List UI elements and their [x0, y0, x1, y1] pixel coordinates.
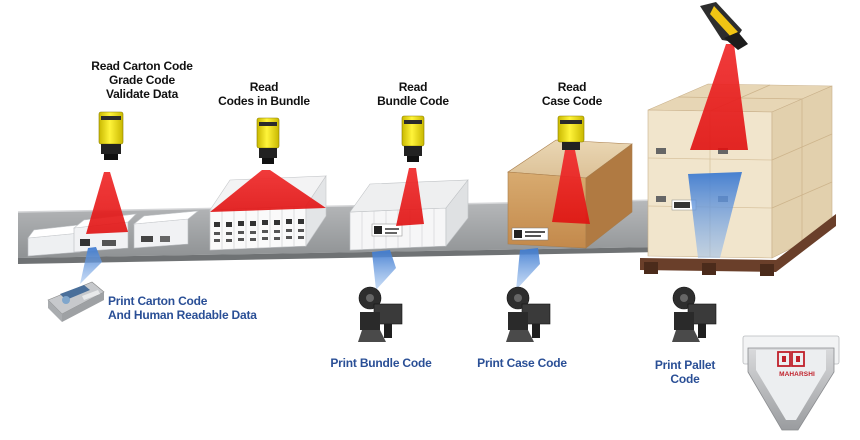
carton-flat-1: [27, 223, 89, 257]
carton-flat-3: [133, 210, 199, 249]
camera-bundle-code: [401, 115, 425, 162]
maharshi-monogram-icon: [777, 351, 805, 367]
scan-beam-bundle-code: [396, 168, 424, 226]
maharshi-logo: [742, 335, 840, 431]
scan-beam-carton: [86, 172, 128, 234]
print-beam-case: [516, 248, 540, 290]
bottles-bundle-station: [209, 117, 327, 251]
label-line: Validate Data: [105, 87, 179, 101]
label-print-pallet-code: Print Pallet Code: [645, 358, 725, 386]
label-line: Read: [249, 80, 279, 94]
label-line: And Human Readable Data: [108, 308, 257, 322]
carton-station: [27, 111, 199, 322]
camera-bundle-codes: [256, 117, 280, 164]
bundle-station: [349, 115, 469, 290]
label-line: Read Carton Code: [91, 59, 193, 73]
camera-case: [557, 115, 585, 150]
label-applicator-bundle: [358, 286, 403, 342]
label-print-bundle-code: Print Bundle Code: [330, 356, 432, 370]
label-line: Read: [398, 80, 428, 94]
label-line: Grade Code: [108, 73, 176, 87]
label-print-carton-code: Print Carton Code And Human Readable Dat…: [108, 294, 268, 322]
camera-carton: [98, 111, 124, 160]
print-beam-carton: [80, 247, 102, 284]
label-line: Print Pallet: [654, 358, 716, 372]
maharshi-logo-text: MAHARSHI: [779, 371, 815, 378]
label-line: Print Carton Code: [108, 294, 208, 308]
pallet-station: [640, 2, 836, 276]
label-read-case-code: Read Case Code: [528, 80, 616, 108]
label-read-bundle-code: Read Bundle Code: [365, 80, 461, 108]
scan-beam-pallet: [690, 44, 748, 150]
label-line: Case Code: [541, 94, 603, 108]
label-line: Read: [557, 80, 587, 94]
label-read-codes-in-bundle: Read Codes in Bundle: [212, 80, 316, 108]
scan-beam-case: [552, 150, 590, 224]
scan-beam-bundle-codes: [210, 170, 326, 212]
case-station: [507, 115, 633, 290]
handheld-scanner-icon: [700, 2, 748, 50]
thermal-printer: [47, 281, 105, 322]
label-applicator-pallet: [671, 286, 717, 343]
label-line: Codes in Bundle: [218, 94, 310, 108]
label-applicator-case: [505, 286, 551, 343]
print-beam-bundle: [372, 250, 396, 290]
label-print-case-code: Print Case Code: [477, 356, 567, 370]
label-read-carton-code: Read Carton Code Grade Code Validate Dat…: [83, 59, 201, 101]
print-beam-pallet: [688, 172, 742, 258]
wood-pallet: [640, 214, 836, 276]
label-line: Code: [670, 372, 700, 386]
label-line: Bundle Code: [377, 94, 449, 108]
